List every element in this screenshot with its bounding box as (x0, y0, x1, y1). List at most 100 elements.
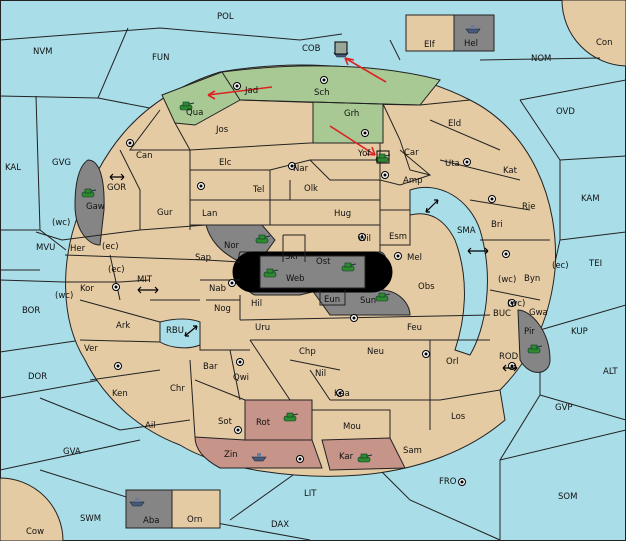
label-swm: SWM (80, 514, 101, 524)
label-cow: Cow (26, 527, 44, 537)
label-sam: Sam (403, 446, 422, 456)
supply-centre-icon (463, 158, 471, 166)
label-eld: Eld (448, 119, 461, 129)
label-gvg: GVG (52, 158, 71, 168)
region-orn[interactable] (171, 489, 221, 529)
label-grh: Grh (344, 109, 359, 119)
label-kal: KAL (5, 163, 21, 173)
label-nog: Nog (214, 304, 231, 314)
label-gva: GVA (63, 447, 81, 457)
region-con[interactable] (561, 0, 626, 67)
label-gaw: Gaw (86, 202, 105, 212)
label-sun: Sun (360, 296, 376, 306)
label-ark: Ark (116, 321, 130, 331)
label-sch: Sch (314, 88, 329, 98)
label-ail: Ail (145, 421, 156, 431)
label-aba: Aba (143, 516, 159, 526)
tank-icon (357, 453, 373, 463)
label-rot: Rot (256, 418, 271, 428)
supply-centre-icon (296, 455, 304, 463)
tank-icon (263, 268, 279, 278)
region-cow[interactable] (0, 477, 64, 541)
supply-centres (112, 76, 516, 486)
label-uta: Uta (445, 159, 460, 169)
label-sma: SMA (457, 226, 476, 236)
supply-centre-icon (422, 350, 430, 358)
supply-centre-icon (288, 162, 296, 170)
supply-centre-icon (361, 129, 369, 137)
label-qua: Qua (186, 108, 203, 118)
label-kaa: Kaa (334, 389, 350, 399)
label-her: Her (70, 244, 86, 254)
label-yof: Yof (357, 149, 371, 159)
tank-icon (81, 188, 97, 198)
supply-centre-icon (350, 314, 358, 322)
supply-centre-icon (358, 233, 366, 241)
supply-centre-icon (488, 195, 496, 203)
label-rie: Rie (522, 202, 536, 212)
label-mou: Mou (343, 422, 361, 432)
label-can: Can (136, 151, 153, 161)
label-eun: Eun (324, 295, 340, 305)
label-elc: Elc (219, 158, 232, 168)
label-wc3: (wc) (507, 299, 525, 309)
supply-centre-icon (233, 82, 241, 90)
label-kor: Kor (80, 284, 94, 294)
label-gwa: Gwa (529, 308, 548, 318)
supply-centre-icon (228, 279, 236, 287)
label-lit: LIT (304, 489, 317, 499)
supply-centre-icon (458, 478, 466, 486)
label-gor: GOR (107, 183, 126, 193)
label-orn: Orn (187, 515, 202, 525)
supply-centre-icon (394, 252, 402, 260)
label-fun: FUN (152, 53, 169, 63)
label-gur: Gur (157, 208, 173, 218)
inner-sea-channel[interactable] (409, 186, 488, 356)
label-car: Car (404, 148, 419, 158)
ship-icon (465, 25, 481, 34)
label-amp: Amp (403, 176, 423, 186)
label-bar: Bar (203, 362, 218, 372)
label-chr: Chr (170, 384, 185, 394)
order-target-cob (334, 41, 348, 55)
label-hel: Hel (464, 39, 478, 49)
label-sot: Sot (218, 417, 233, 427)
supply-centre-icon (197, 182, 205, 190)
label-elf: Elf (424, 40, 436, 50)
tank-icon (283, 412, 299, 422)
label-lan: Lan (202, 209, 217, 219)
label-neu: Neu (367, 347, 384, 357)
region-elf[interactable] (405, 14, 455, 52)
label-wc2: (wc) (55, 291, 73, 301)
supply-centre-icon (126, 139, 134, 147)
label-rod: ROD (499, 352, 519, 362)
tank-icon (255, 234, 271, 244)
label-fro: FRO (439, 477, 457, 487)
tank-icon (179, 101, 195, 111)
label-pol: POL (217, 12, 234, 22)
label-dor: DOR (28, 372, 47, 382)
label-bri: Bri (491, 220, 503, 230)
label-nom: NOM (531, 54, 551, 64)
label-cob: COB (302, 44, 321, 54)
label-kat: Kat (503, 166, 518, 176)
label-buc: BUC (493, 309, 511, 319)
label-ver: Ver (84, 344, 98, 354)
label-feu: Feu (407, 323, 422, 333)
units[interactable] (81, 25, 543, 507)
supply-centre-icon (508, 299, 516, 307)
label-ec2: (ec) (108, 265, 125, 275)
region-zin[interactable] (194, 436, 323, 469)
label-pir: Pir (524, 327, 535, 337)
label-olk: Olk (304, 184, 318, 194)
region-pir[interactable] (517, 309, 551, 373)
label-byn: Byn (524, 274, 540, 284)
region-web[interactable] (259, 255, 366, 289)
label-nar: Nar (293, 164, 309, 174)
label-tel: Tel (252, 185, 264, 195)
label-alt: ALT (603, 367, 618, 377)
label-rbu: RBU (166, 326, 184, 336)
label-bor: BOR (22, 306, 40, 316)
label-nab: Nab (209, 284, 226, 294)
